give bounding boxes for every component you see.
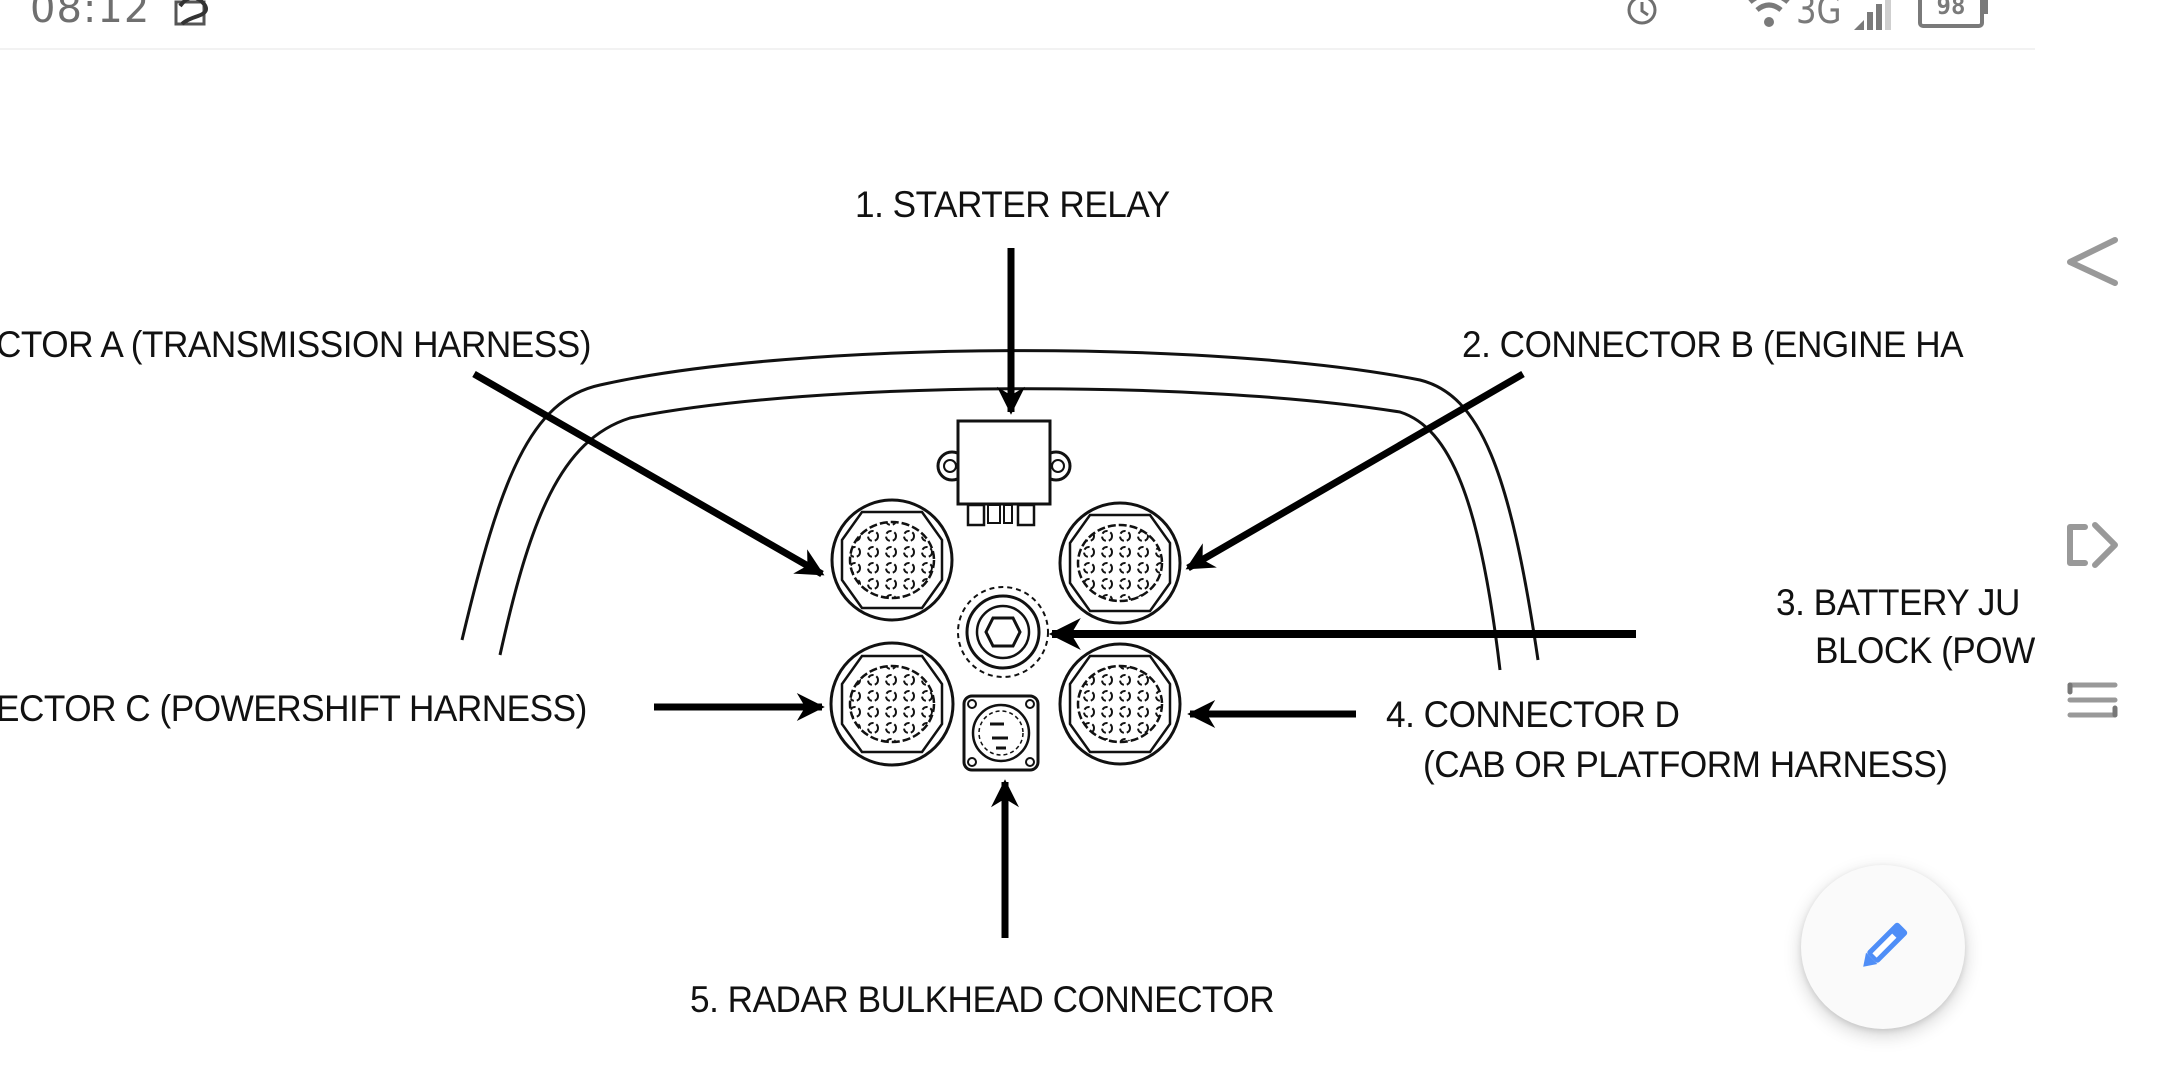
battery-icon: 98 — [1918, 0, 1984, 28]
arrow-connector-a — [472, 370, 825, 578]
wifi-icon — [1748, 0, 1790, 27]
label-connector-c: ECTOR C (POWERSHIFT HARNESS) — [0, 688, 587, 729]
status-bar: 08:12 3G 98 — [0, 0, 2035, 50]
pencil-edit-icon — [1863, 922, 1908, 967]
battery-level: 98 — [1936, 0, 1966, 20]
label-radar-bulkhead: 5. RADAR BULKHEAD CONNECTOR — [690, 979, 1275, 1020]
connector-a-part — [830, 498, 954, 622]
label-starter-relay: 1. STARTER RELAY — [855, 184, 1170, 225]
battery-tip — [1982, 0, 1988, 14]
edit-fab-button[interactable] — [1801, 865, 1965, 1029]
label-battery-junction-line1: 3. BATTERY JU — [1776, 582, 2020, 623]
network-type: 3G — [1796, 0, 1842, 32]
frame-outer — [460, 349, 1540, 661]
navigation-bar — [2040, 0, 2160, 1080]
connector-b-part — [1058, 501, 1182, 625]
radar-connector-part — [962, 694, 1040, 772]
home-button[interactable] — [2050, 495, 2150, 595]
back-button[interactable] — [2050, 210, 2150, 310]
connector-d-part — [1058, 642, 1182, 766]
label-connector-a: CTOR A (TRANSMISSION HARNESS) — [0, 324, 591, 365]
connector-c-part — [829, 641, 955, 767]
diagram-drawing — [460, 248, 1636, 938]
arrow-connector-b — [1185, 370, 1525, 572]
label-battery-junction-line2: BLOCK (POW — [1815, 630, 2035, 671]
battery-junction-part — [957, 586, 1049, 678]
status-time: 08:12 — [30, 0, 151, 32]
label-connector-d-line1: 4. CONNECTOR D — [1386, 694, 1680, 735]
label-connector-b: 2. CONNECTOR B (ENGINE HA — [1462, 324, 1964, 365]
cellular-signal-icon — [1854, 0, 1891, 30]
home-icon — [2067, 522, 2118, 568]
photo-gallery-icon — [174, 0, 208, 26]
recents-button[interactable] — [2050, 650, 2150, 750]
recents-icon — [2067, 682, 2118, 718]
wiring-diagram: 1. STARTER RELAY CTOR A (TRANSMISSION HA… — [0, 50, 2035, 1080]
starter-relay-part — [936, 419, 1072, 527]
back-icon — [2067, 237, 2118, 286]
alarm-clock-icon — [1627, 0, 1657, 25]
label-connector-d-line2: (CAB OR PLATFORM HARNESS) — [1423, 744, 1948, 785]
